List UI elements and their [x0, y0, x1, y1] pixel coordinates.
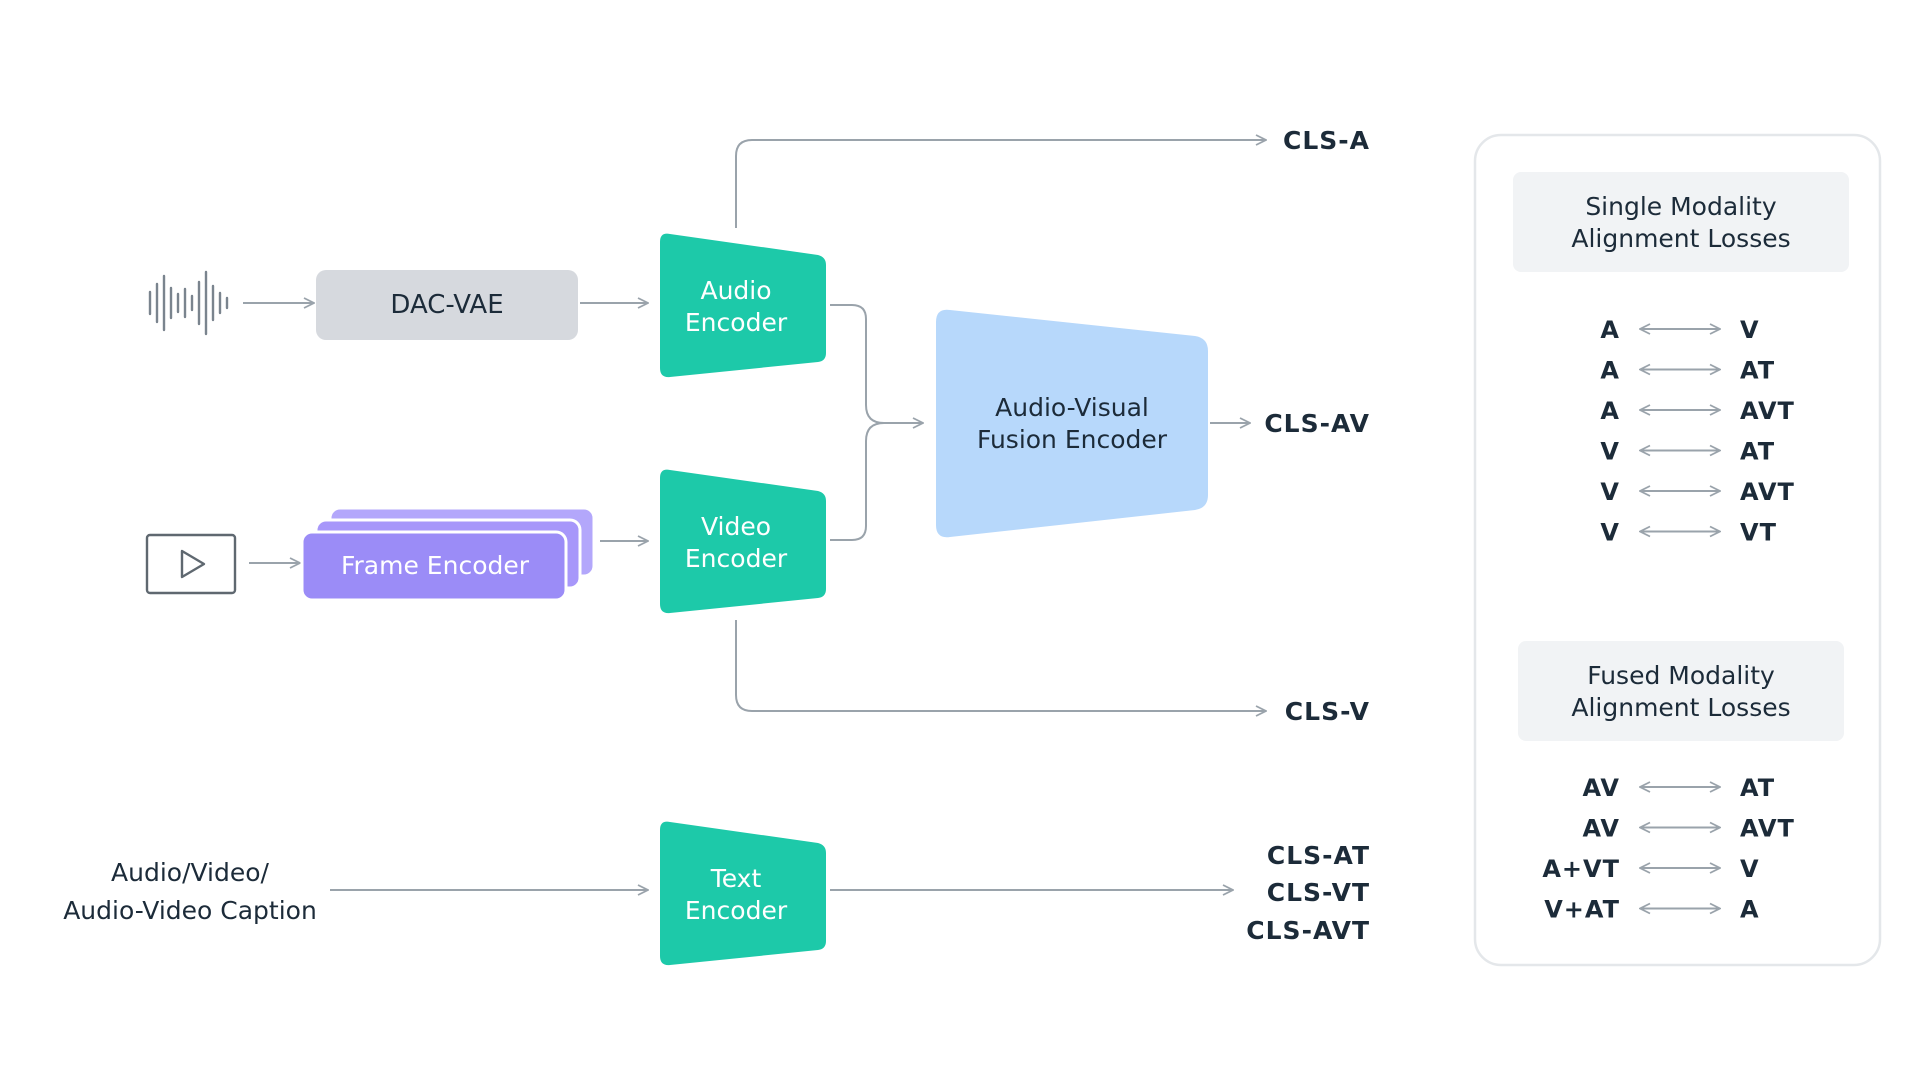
- loss-pair-row: V AVT: [1600, 478, 1795, 506]
- loss-pair-row: A AT: [1600, 357, 1775, 385]
- output-cls-av: CLS-AV: [1264, 409, 1370, 438]
- output-cls-v: CLS-V: [1285, 697, 1370, 726]
- loss-pair-right: AT: [1740, 774, 1775, 802]
- frame-encoder-label: Frame Encoder: [341, 551, 530, 580]
- losses-panel: [1473, 133, 1882, 967]
- loss-pair-row: AV AT: [1582, 774, 1775, 802]
- loss-pair-row: V VT: [1600, 519, 1777, 547]
- loss-pair-right: V: [1740, 316, 1760, 344]
- loss-pair-right: AVT: [1740, 397, 1795, 425]
- single-modality-header: [1513, 172, 1849, 272]
- text-encoder-block: [660, 821, 826, 966]
- loss-pair-right: A: [1740, 896, 1760, 924]
- loss-pair-left: AV: [1582, 774, 1620, 802]
- loss-pair-left: AV: [1582, 815, 1620, 843]
- loss-pair-left: A: [1600, 357, 1620, 385]
- loss-pair-right: AT: [1740, 438, 1775, 466]
- loss-pair-row: A+VT V: [1542, 855, 1760, 883]
- fusion-encoder-label-line1: Audio-Visual: [995, 393, 1149, 422]
- fused-modality-header: [1518, 641, 1844, 741]
- caption-input-line1: Audio/Video/: [111, 858, 270, 887]
- audio-encoder-label-line1: Audio: [700, 276, 771, 305]
- audio-encoder-block: [660, 233, 826, 378]
- frame-encoder-block: [300, 506, 596, 602]
- video-encoder-label-line1: Video: [701, 512, 771, 541]
- loss-pair-left: A: [1600, 397, 1620, 425]
- loss-pair-row: AV AVT: [1582, 815, 1795, 843]
- text-encoder-label-line2: Encoder: [685, 896, 788, 925]
- loss-pair-row: A AVT: [1600, 397, 1795, 425]
- loss-pair-row: V AT: [1600, 438, 1775, 466]
- dac-vae-block: [316, 270, 578, 340]
- loss-pair-right: AVT: [1740, 815, 1795, 843]
- dac-vae-label: DAC-VAE: [390, 290, 503, 320]
- caption-input-line2: Audio-Video Caption: [63, 896, 317, 925]
- text-encoder-label-line1: Text: [710, 864, 762, 893]
- loss-pair-right: VT: [1740, 519, 1777, 547]
- loss-pair-left: V+AT: [1544, 896, 1620, 924]
- output-cls-avt: CLS-AVT: [1246, 916, 1370, 945]
- loss-pair-left: A+VT: [1542, 855, 1620, 883]
- video-encoder-label-line2: Encoder: [685, 544, 788, 573]
- loss-pair-left: V: [1600, 519, 1620, 547]
- arrow-video-encoder-to-cls-v: [735, 620, 1266, 711]
- output-cls-vt: CLS-VT: [1267, 878, 1370, 907]
- single-modality-title-line2: Alignment Losses: [1571, 224, 1790, 253]
- audio-waveform-icon: [148, 270, 229, 336]
- play-icon: [145, 533, 237, 595]
- fused-modality-pairs: AV AT AV AVT A+VT V V+AT A: [1542, 774, 1795, 924]
- arrow-encoders-to-fusion: [830, 304, 923, 541]
- output-cls-a: CLS-A: [1283, 126, 1370, 155]
- loss-pair-row: V+AT A: [1544, 896, 1760, 924]
- audio-encoder-label-line2: Encoder: [685, 308, 788, 337]
- arrow-audio-encoder-to-cls-a: [735, 140, 1266, 228]
- loss-pair-right: AVT: [1740, 478, 1795, 506]
- loss-pair-left: V: [1600, 438, 1620, 466]
- video-encoder-block: [660, 469, 826, 614]
- loss-pair-right: AT: [1740, 357, 1775, 385]
- loss-pair-left: V: [1600, 478, 1620, 506]
- loss-pair-left: A: [1600, 316, 1620, 344]
- fused-modality-title-line1: Fused Modality: [1587, 661, 1775, 690]
- fused-modality-title-line2: Alignment Losses: [1571, 693, 1790, 722]
- fusion-encoder-block: [936, 309, 1208, 538]
- fusion-encoder-label-line2: Fusion Encoder: [977, 425, 1168, 454]
- single-modality-title-line1: Single Modality: [1585, 192, 1777, 221]
- loss-pair-right: V: [1740, 855, 1760, 883]
- output-cls-at: CLS-AT: [1267, 841, 1370, 870]
